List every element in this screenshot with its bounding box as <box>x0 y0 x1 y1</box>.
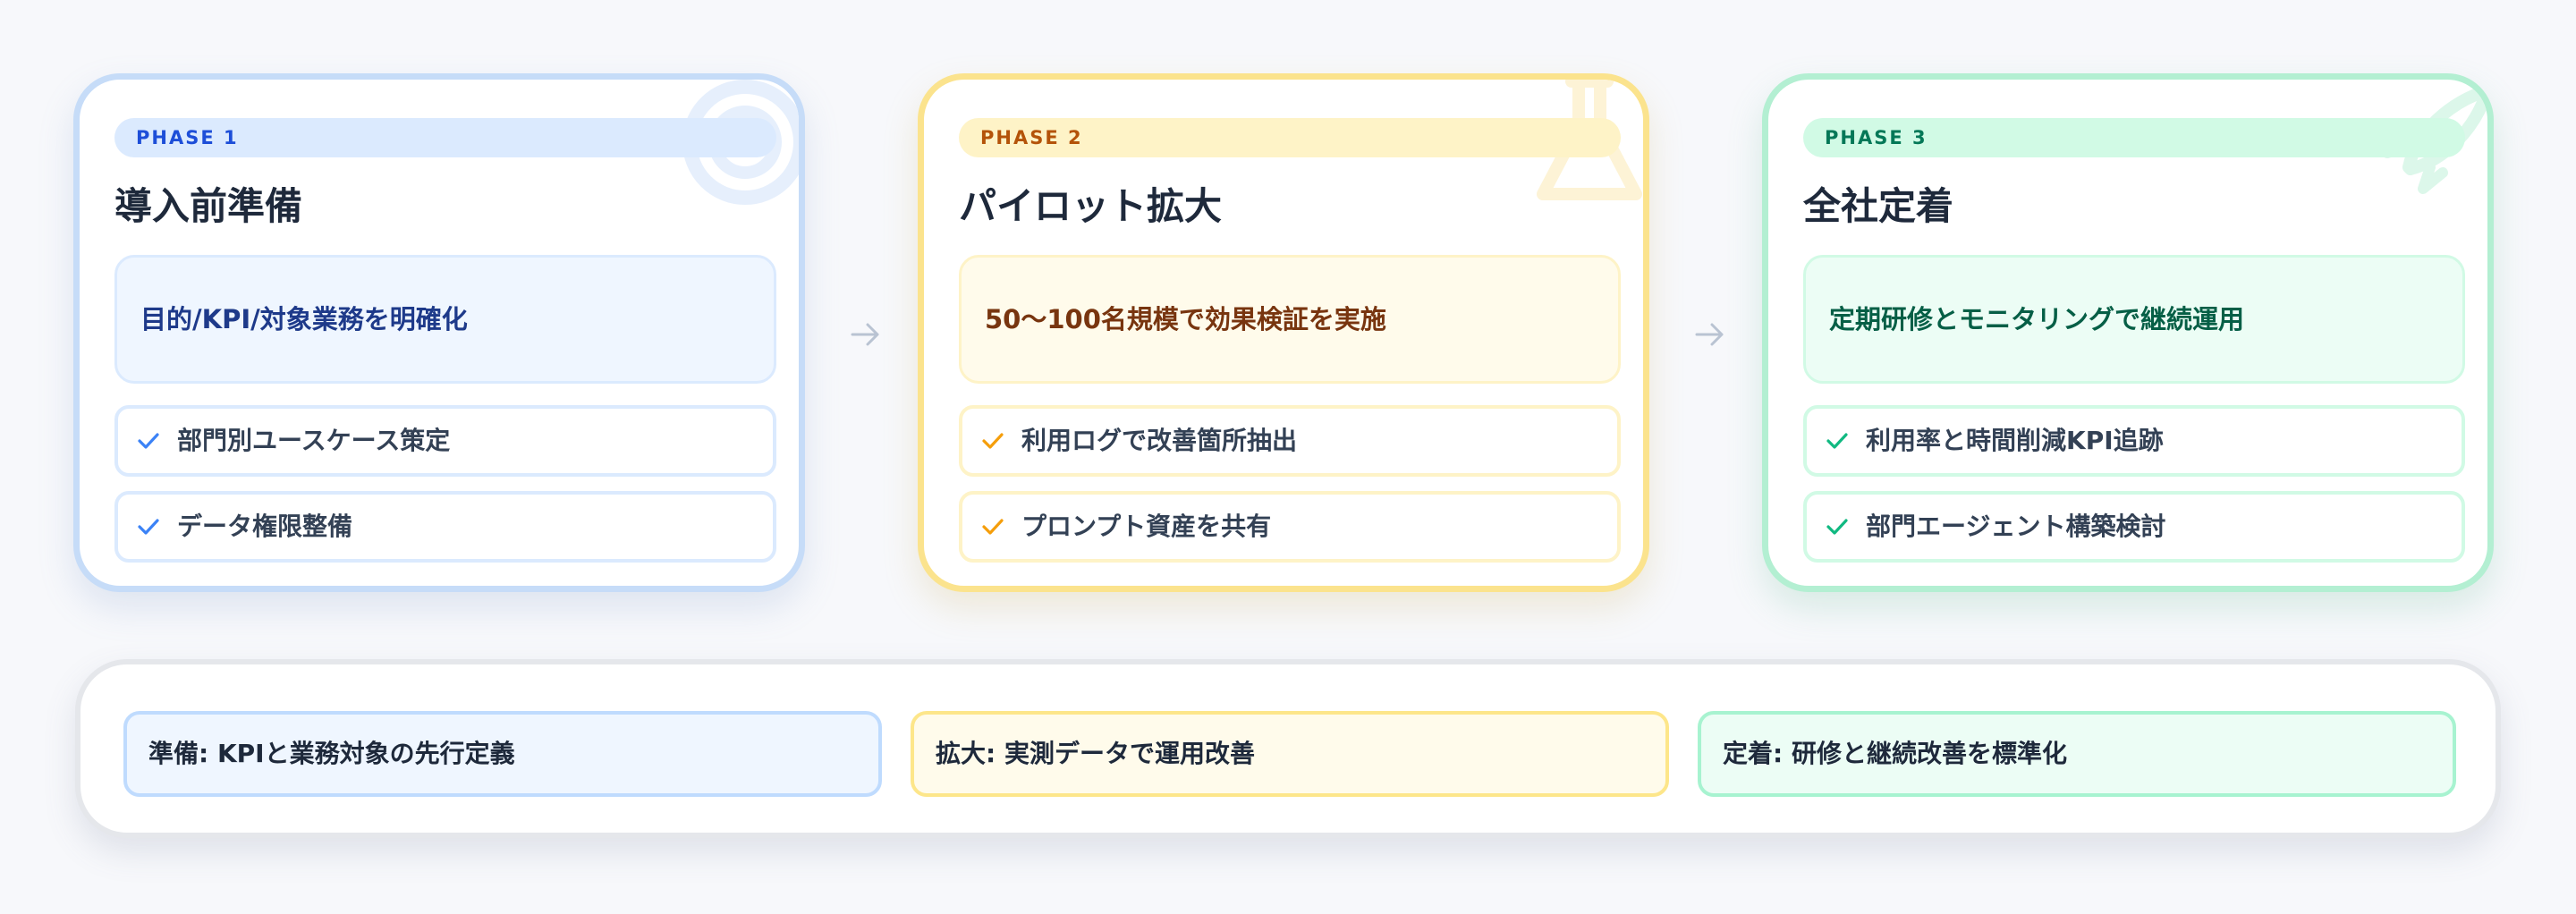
summary-panel: 準備: KPIと業務対象の先行定義 拡大: 実測データで運用改善 定着: 研修と… <box>75 659 2501 838</box>
checklist-item: 利用率と時間削減KPI追跡 <box>1803 405 2465 477</box>
phase-goal: 定期研修とモニタリングで継続運用 <box>1803 255 2465 384</box>
check-icon <box>138 433 159 449</box>
checklist-item: データ権限整備 <box>114 491 776 563</box>
arrow-right-icon <box>1695 323 1724 346</box>
checklist-item-label: 部門エージェント構築検討 <box>1866 512 2166 541</box>
phase-card-2: PHASE 2 パイロット拡大 50〜100名規模で効果検証を実施 利用ログで改… <box>918 73 1649 592</box>
arrow-right-icon <box>851 323 879 346</box>
check-icon <box>138 519 159 535</box>
checklist-item: 利用ログで改善箇所抽出 <box>959 405 1621 477</box>
summary-chip-establish: 定着: 研修と継続改善を標準化 <box>1698 711 2456 797</box>
check-icon <box>1826 433 1848 449</box>
checklist-item: プロンプト資産を共有 <box>959 491 1621 563</box>
check-icon <box>1826 519 1848 535</box>
phase-title: パイロット拡大 <box>959 184 1223 228</box>
summary-chip-expand: 拡大: 実測データで運用改善 <box>911 711 1669 797</box>
phase-badge: PHASE 3 <box>1803 118 2465 157</box>
checklist-item-label: データ権限整備 <box>177 512 353 541</box>
check-icon <box>982 433 1004 449</box>
phase-badge: PHASE 1 <box>114 118 776 157</box>
summary-chip-prepare: 準備: KPIと業務対象の先行定義 <box>123 711 882 797</box>
checklist-item-label: プロンプト資産を共有 <box>1021 512 1272 541</box>
phase-title: 全社定着 <box>1803 184 1954 228</box>
checklist-item: 部門エージェント構築検討 <box>1803 491 2465 563</box>
phase-card-1: PHASE 1 導入前準備 目的/KPI/対象業務を明確化 部門別ユースケース策… <box>73 73 805 592</box>
checklist-item-label: 利用ログで改善箇所抽出 <box>1021 426 1298 455</box>
check-icon <box>982 519 1004 535</box>
checklist-item-label: 利用率と時間削減KPI追跡 <box>1866 426 2164 455</box>
checklist-item-label: 部門別ユースケース策定 <box>177 426 451 455</box>
phase-goal: 50〜100名規模で効果検証を実施 <box>959 255 1621 384</box>
phase-goal: 目的/KPI/対象業務を明確化 <box>114 255 776 384</box>
checklist-item: 部門別ユースケース策定 <box>114 405 776 477</box>
phase-title: 導入前準備 <box>114 184 303 228</box>
phase-badge: PHASE 2 <box>959 118 1621 157</box>
phase-card-3: PHASE 3 全社定着 定期研修とモニタリングで継続運用 利用率と時間削減KP… <box>1762 73 2494 592</box>
